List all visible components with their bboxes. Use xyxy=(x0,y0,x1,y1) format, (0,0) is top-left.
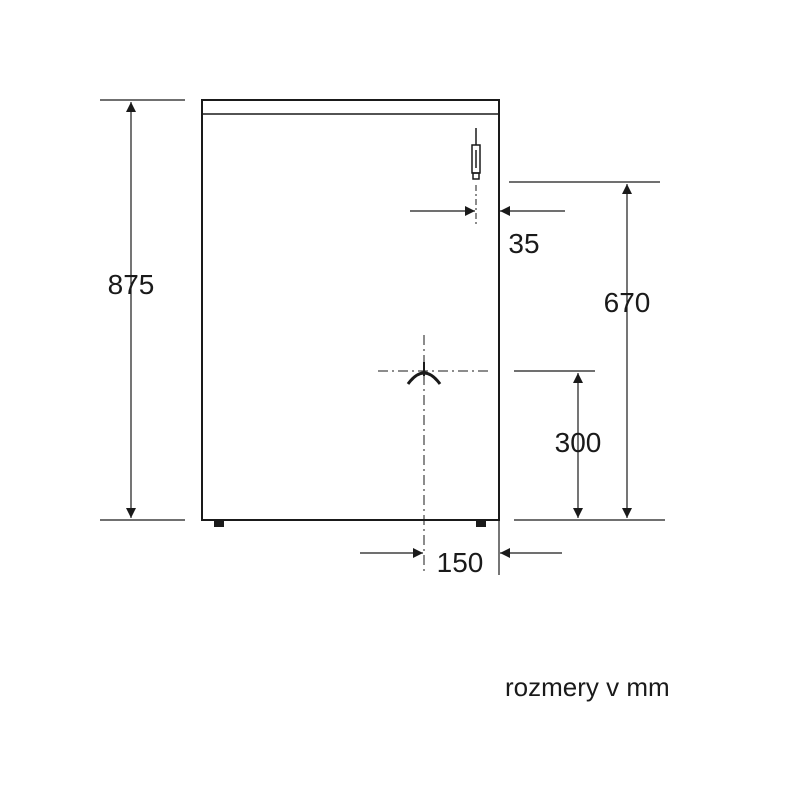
water-inlet-icon xyxy=(471,128,481,180)
units-caption: rozmery v mm xyxy=(505,672,670,702)
dimension-875 xyxy=(100,99,185,521)
dimension-label-300: 300 xyxy=(555,427,602,458)
foot-left xyxy=(214,520,224,527)
appliance-body xyxy=(201,99,500,521)
dimension-670 xyxy=(509,181,665,521)
dimension-label-35: 35 xyxy=(508,228,539,259)
dimension-label-875: 875 xyxy=(108,269,155,300)
dimension-label-150: 150 xyxy=(437,547,484,578)
appliance-outline xyxy=(201,99,500,521)
dimension-label-670: 670 xyxy=(604,287,651,318)
dimension-150 xyxy=(360,520,562,575)
foot-right xyxy=(476,520,486,527)
dimension-300 xyxy=(514,370,595,518)
